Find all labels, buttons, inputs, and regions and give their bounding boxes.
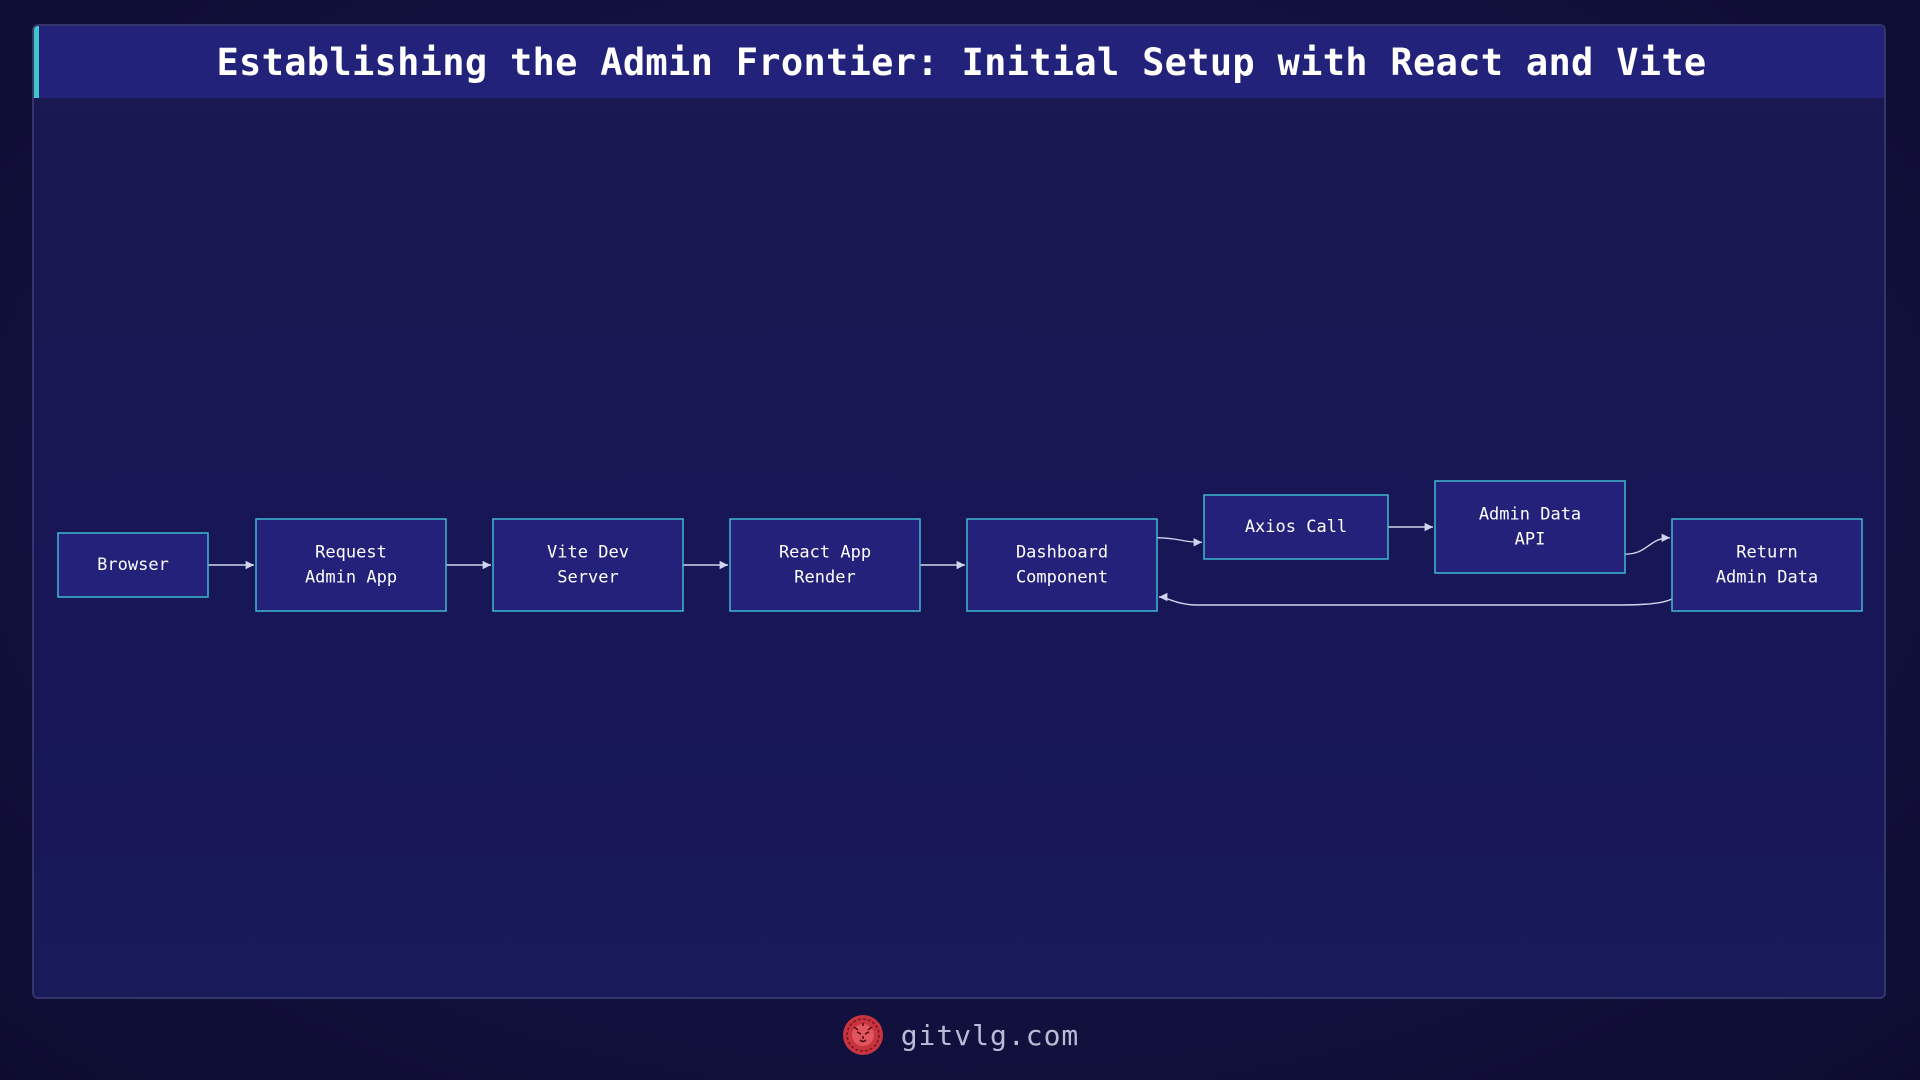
footer: gitvlg.com xyxy=(0,1010,1920,1060)
node-box xyxy=(255,518,447,612)
node-box xyxy=(729,518,921,612)
node-label: Admin Data xyxy=(1716,568,1818,588)
node-label: React App xyxy=(779,543,871,563)
node-axios: Axios Call xyxy=(1203,494,1389,560)
node-label: Axios Call xyxy=(1245,517,1347,537)
node-browser: Browser xyxy=(57,532,209,598)
node-label: Server xyxy=(557,568,618,588)
node-label: API xyxy=(1515,530,1546,550)
node-label: Vite Dev xyxy=(547,543,629,563)
footer-site[interactable]: gitvlg.com xyxy=(900,1018,1080,1052)
lion-logo-icon xyxy=(842,1015,883,1055)
title-bar: Establishing the Admin Frontier: Initial… xyxy=(34,26,1884,98)
node-box xyxy=(1434,480,1626,574)
node-box xyxy=(1671,518,1863,612)
node-box xyxy=(492,518,684,612)
node-label: Component xyxy=(1016,568,1108,588)
node-box xyxy=(966,518,1158,612)
node-label: Admin Data xyxy=(1479,505,1581,525)
node-label: Request xyxy=(315,543,387,563)
node-label: Render xyxy=(794,568,855,588)
node-label: Return xyxy=(1736,543,1797,563)
node-label: Dashboard xyxy=(1016,543,1108,563)
node-box xyxy=(1203,494,1389,560)
page-title: Establishing the Admin Frontier: Initial… xyxy=(216,40,1707,84)
node-label: Admin App xyxy=(305,568,397,588)
node-box xyxy=(57,532,209,598)
node-label: Browser xyxy=(97,555,169,575)
